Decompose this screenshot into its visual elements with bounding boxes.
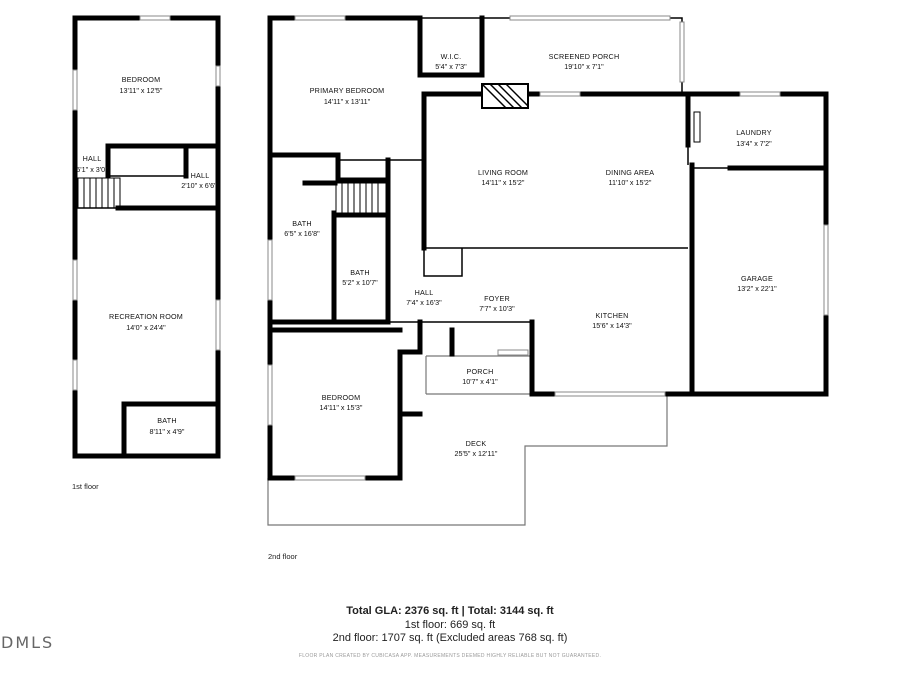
room-name-bath-2f-a: BATH (292, 219, 311, 228)
summary-total: Total GLA: 2376 sq. ft | Total: 3144 sq.… (346, 605, 554, 617)
room-dims-living-room: 14'11" x 15'2" (482, 178, 525, 187)
summary-second-floor: 2nd floor: 1707 sq. ft (Excluded areas 7… (332, 632, 568, 644)
room-dims-garage: 13'2" x 22'1" (737, 284, 777, 293)
room-name-primary-bedroom: PRIMARY BEDROOM (310, 86, 385, 95)
room-dims-kitchen: 15'6" x 14'3" (592, 321, 632, 330)
floor-label-2nd: 2nd floor (268, 552, 298, 561)
room-name-hall-1f-a: HALL (83, 154, 102, 163)
room-name-bedroom-1f: BEDROOM (122, 75, 161, 84)
room-dims-primary-bedroom: 14'11" x 13'11" (324, 97, 371, 106)
room-name-screened-porch: SCREENED PORCH (549, 52, 620, 61)
second-floor-plan: PRIMARY BEDROOM 14'11" x 13'11" W.I.C. 5… (267, 15, 829, 561)
room-dims-hall-2f: 7'4" x 16'3" (406, 298, 442, 307)
first-floor-plan: BEDROOM 13'11" x 12'5" HALL 5'1" x 3'0" … (72, 15, 221, 491)
room-dims-bedroom-2f: 14'11" x 15'3" (320, 403, 363, 412)
stairs-second-floor (335, 182, 387, 214)
room-dims-bath-2f-b: 5'2" x 10'7" (342, 278, 378, 287)
mls-logo: DMLS (1, 633, 55, 652)
room-name-bath-2f-b: BATH (350, 268, 369, 277)
room-name-garage: GARAGE (741, 274, 773, 283)
room-name-deck: DECK (466, 439, 487, 448)
room-name-kitchen: KITCHEN (596, 311, 629, 320)
room-dims-bath-2f-a: 6'5" x 16'8" (284, 229, 320, 238)
room-dims-screened-porch: 19'10" x 7'1" (564, 62, 604, 71)
room-name-hall-2f: HALL (415, 288, 434, 297)
room-name-recreation-room: RECREATION ROOM (109, 312, 183, 321)
room-name-wic: W.I.C. (441, 52, 462, 61)
room-dims-wic: 5'4" x 7'3" (435, 62, 467, 71)
room-name-foyer: FOYER (484, 294, 510, 303)
room-name-laundry: LAUNDRY (736, 128, 772, 137)
room-dims-recreation-room: 14'0" x 24'4" (126, 323, 166, 332)
room-name-living-room: LIVING ROOM (478, 168, 528, 177)
summary-credit: FLOOR PLAN CREATED BY CUBICASA APP. MEAS… (298, 653, 602, 659)
floor-label-1st: 1st floor (72, 482, 99, 491)
room-name-bedroom-2f: BEDROOM (322, 393, 361, 402)
room-dims-foyer: 7'7" x 10'3" (479, 304, 515, 313)
room-dims-dining-area: 11'10" x 15'2" (609, 178, 652, 187)
room-dims-hall-1f-b: 2'10" x 6'6" (181, 181, 217, 190)
summary-first-floor: 1st floor: 669 sq. ft (404, 619, 496, 631)
stairs-first-floor (77, 177, 121, 209)
room-dims-bath-1f: 8'11" x 4'9" (150, 427, 185, 436)
room-dims-porch: 10'7" x 4'1" (462, 377, 498, 386)
room-dims-bedroom-1f: 13'11" x 12'5" (120, 86, 163, 95)
room-name-porch: PORCH (467, 367, 494, 376)
room-dims-laundry: 13'4" x 7'2" (736, 139, 772, 148)
room-name-hall-1f-b: HALL (191, 171, 210, 180)
room-name-dining-area: DINING AREA (606, 168, 655, 177)
room-dims-deck: 25'5" x 12'11" (455, 449, 498, 458)
room-dims-hall-1f-a: 5'1" x 3'0" (76, 165, 108, 174)
floor-plan: BEDROOM 13'11" x 12'5" HALL 5'1" x 3'0" … (72, 15, 829, 561)
room-name-bath-1f: BATH (157, 416, 176, 425)
